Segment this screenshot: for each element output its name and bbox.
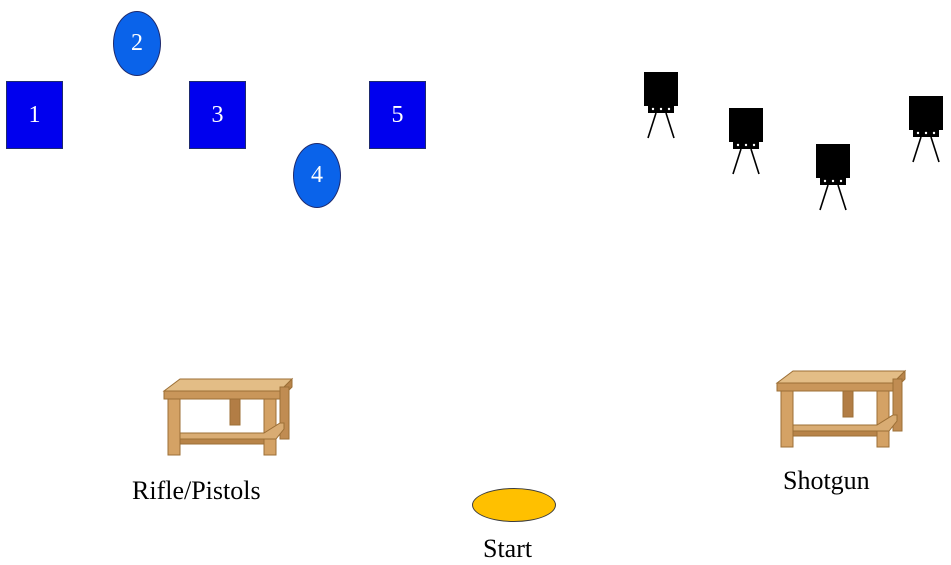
target-2-label: 2 xyxy=(131,30,143,56)
target-3-label: 3 xyxy=(211,101,224,128)
target-5-label: 5 xyxy=(391,101,404,128)
steel-plate-target-icon xyxy=(909,96,943,163)
start-marker-icon xyxy=(472,488,556,522)
target-5: 5 xyxy=(369,81,426,149)
target-1: 1 xyxy=(6,81,63,149)
target-3: 3 xyxy=(189,81,246,149)
shotgun-table-icon xyxy=(775,369,907,448)
steel-plate-target-icon xyxy=(729,108,763,175)
shotgun-label: Shotgun xyxy=(783,466,870,495)
target-4: 4 xyxy=(293,143,341,208)
steel-plate-target-icon xyxy=(816,144,850,211)
start-label: Start xyxy=(483,534,533,563)
rifle-pistols-label: Rifle/Pistols xyxy=(132,476,261,505)
target-1-label: 1 xyxy=(28,101,41,128)
steel-plate-target-icon xyxy=(644,72,678,139)
rifle-pistols-table-icon xyxy=(162,377,294,456)
target-2: 2 xyxy=(113,11,161,76)
target-4-label: 4 xyxy=(311,162,323,188)
